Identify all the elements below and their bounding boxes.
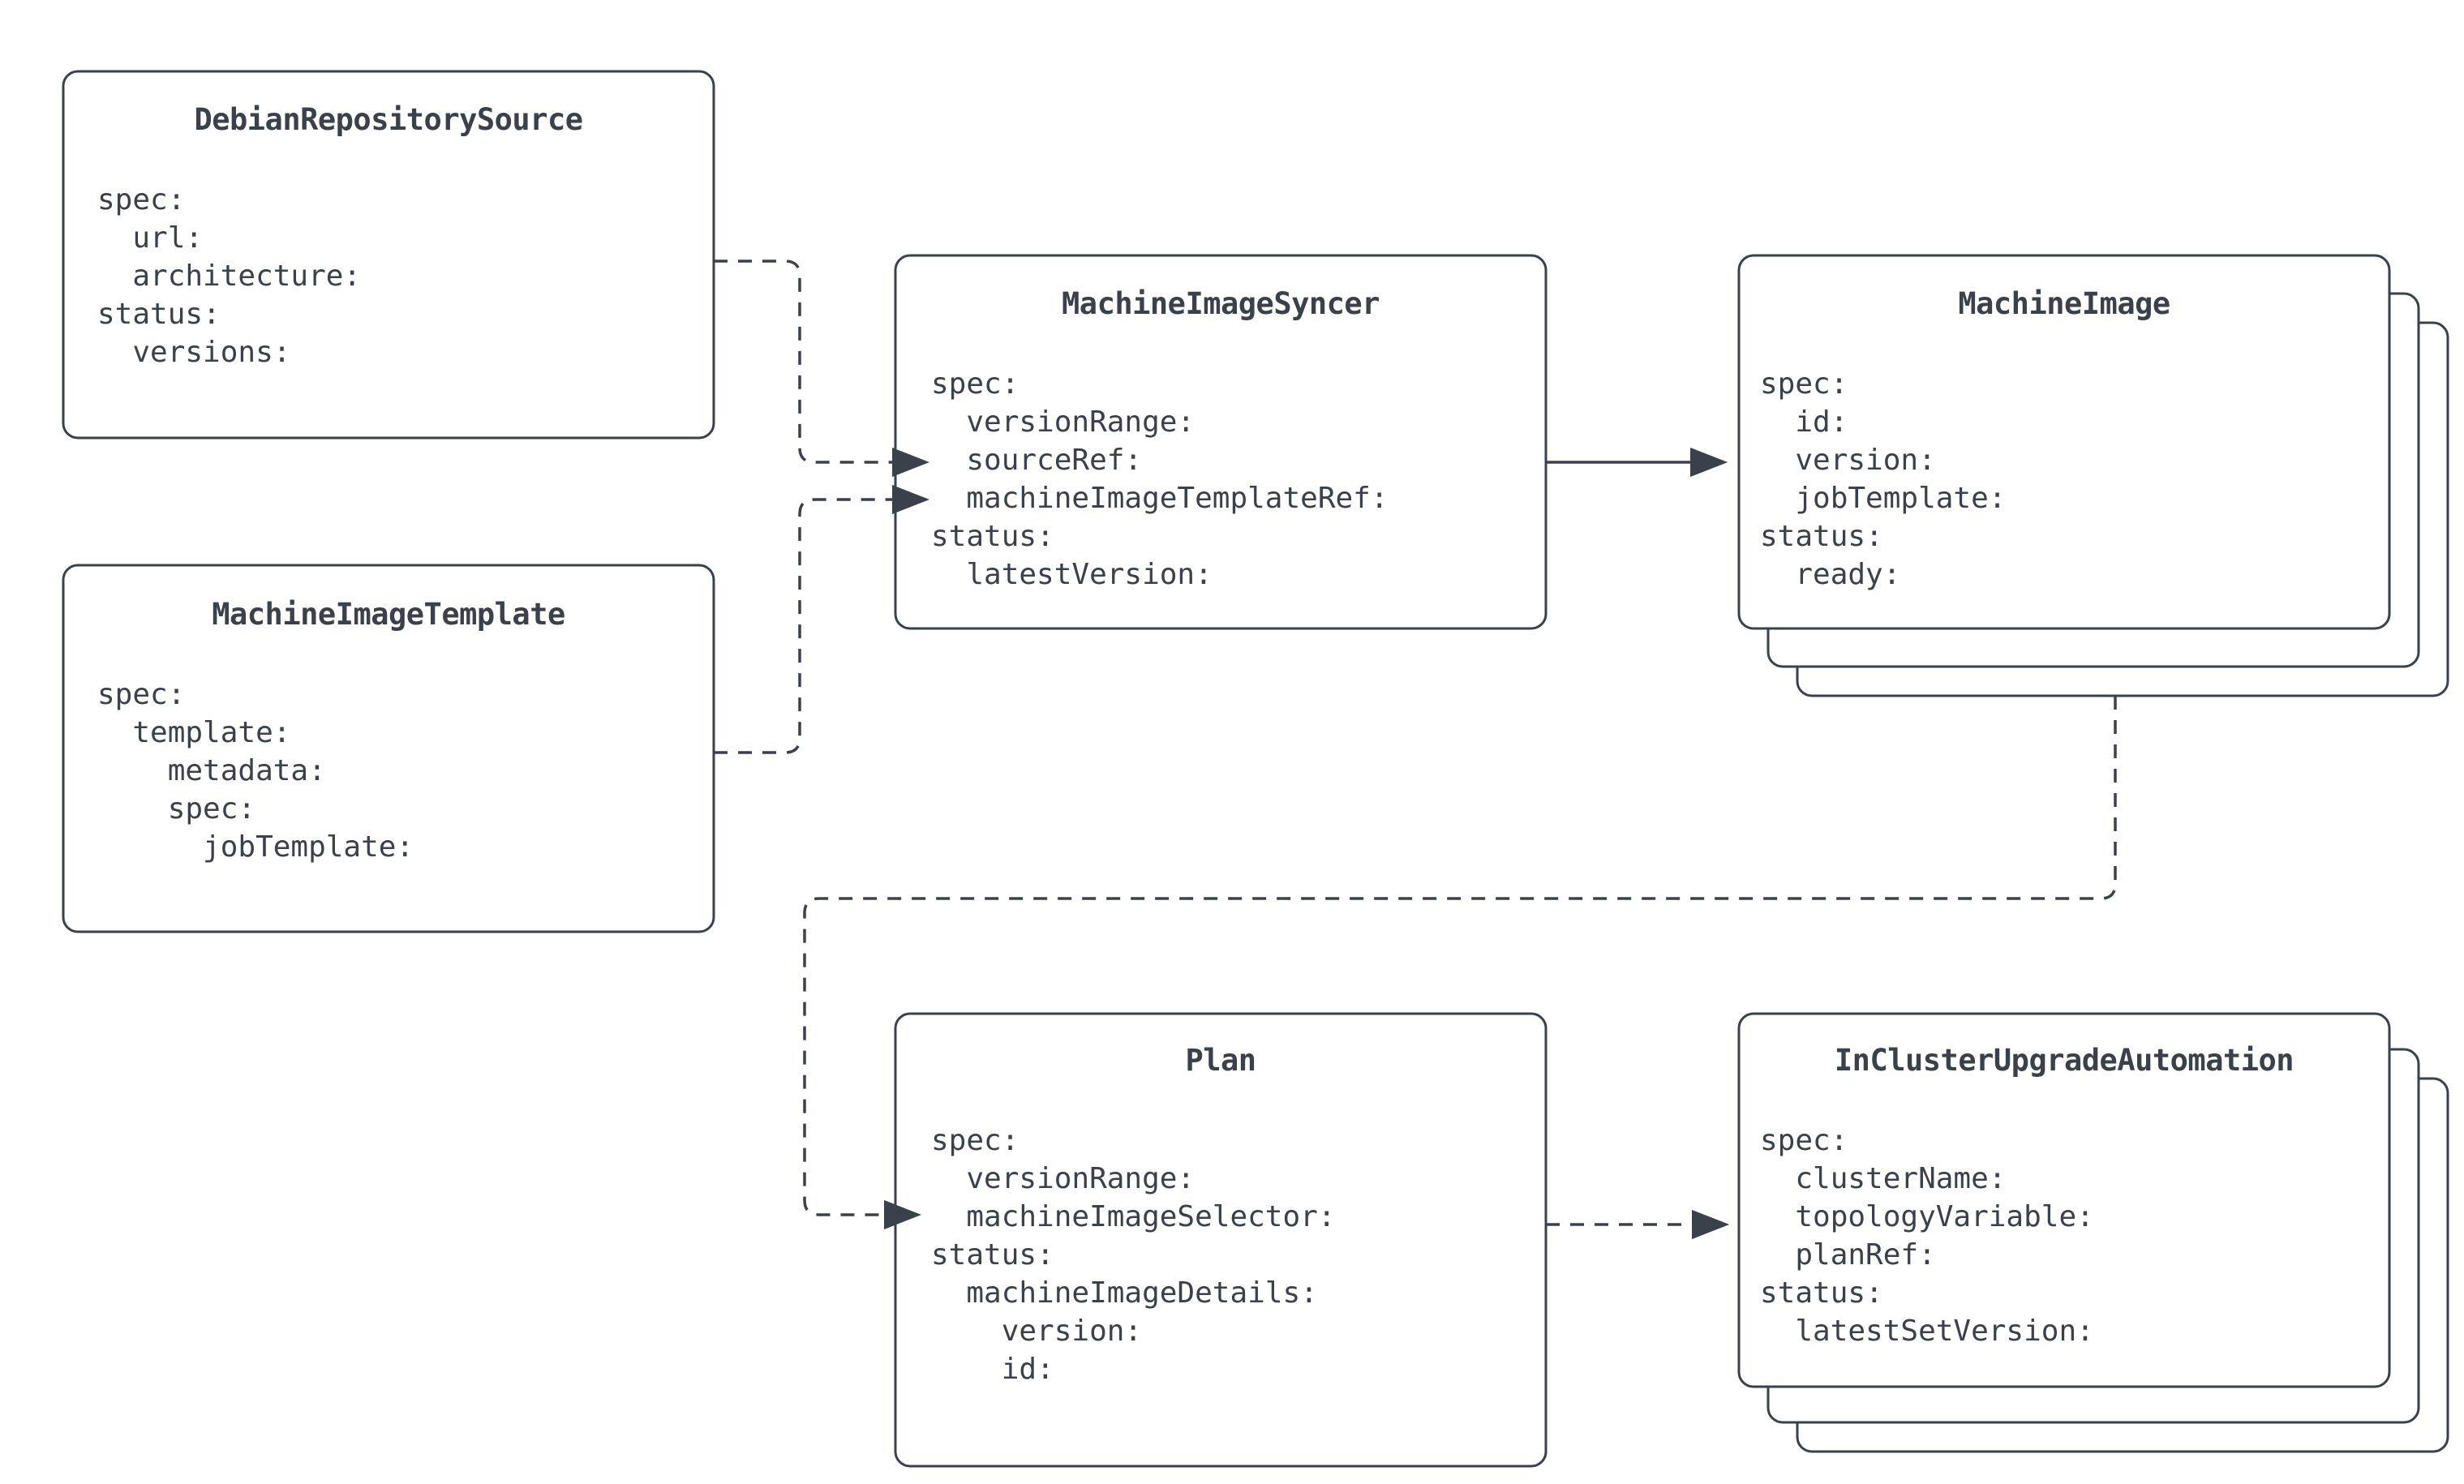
node-machine-image-template-line-1: template:	[97, 716, 290, 749]
node-plan-line-0: spec:	[931, 1124, 1019, 1157]
node-in-cluster-upgrade-automation-line-0: spec:	[1760, 1124, 1848, 1157]
node-in-cluster-upgrade-automation[interactable]: InClusterUpgradeAutomation spec: cluster…	[1737, 1012, 2449, 1453]
node-machine-image-line-4: status:	[1760, 520, 1883, 553]
node-machine-image-template-line-3: spec:	[97, 792, 255, 826]
node-in-cluster-upgrade-automation-line-1: clusterName:	[1760, 1162, 2006, 1195]
edge-template-to-syncer-path	[714, 498, 892, 754]
node-plan-box[interactable]	[894, 1012, 1548, 1468]
node-machine-image-template[interactable]: MachineImageTemplate spec: template: met…	[62, 564, 715, 933]
node-machine-image-syncer-line-5: latestVersion:	[931, 558, 1213, 591]
node-machine-image-line-0: spec:	[1760, 367, 1848, 401]
node-machine-image-title: MachineImage	[1958, 286, 2170, 321]
node-debian-repository-source-line-0: spec:	[97, 183, 185, 217]
node-plan[interactable]: Plan spec: versionRange: machineImageSel…	[894, 1012, 1548, 1468]
node-machine-image-box[interactable]	[1737, 254, 2391, 630]
node-machine-image-syncer[interactable]: MachineImageSyncer spec: versionRange: s…	[894, 254, 1548, 630]
node-machine-image[interactable]: MachineImage spec: id: version: jobTempl…	[1737, 254, 2449, 697]
node-plan-line-6: id:	[931, 1353, 1054, 1386]
node-machine-image-line-3: jobTemplate:	[1760, 482, 2006, 515]
node-machine-image-syncer-title: MachineImageSyncer	[1062, 286, 1380, 321]
node-in-cluster-upgrade-automation-line-3: planRef:	[1760, 1238, 1936, 1272]
node-debian-repository-source-line-3: status:	[97, 298, 221, 331]
node-plan-line-4: machineImageDetails:	[931, 1276, 1318, 1310]
node-in-cluster-upgrade-automation-line-2: topologyVariable:	[1760, 1200, 2094, 1233]
edge-image-to-plan-path	[803, 696, 2117, 1216]
node-machine-image-syncer-line-0: spec:	[931, 367, 1019, 401]
node-debian-repository-source[interactable]: DebianRepositorySource spec: url: archit…	[62, 70, 715, 440]
node-in-cluster-upgrade-automation-title: InClusterUpgradeAutomation	[1835, 1043, 2294, 1078]
node-machine-image-syncer-line-3: machineImageTemplateRef:	[931, 482, 1389, 515]
arrowhead-template-to-syncer	[892, 485, 929, 514]
node-plan-title: Plan	[1185, 1043, 1256, 1078]
node-in-cluster-upgrade-automation-line-4: status:	[1760, 1276, 1883, 1310]
edge-source-to-syncer-path	[714, 259, 892, 464]
node-debian-repository-source-line-4: versions:	[97, 336, 290, 369]
node-debian-repository-source-line-2: architecture:	[97, 259, 361, 293]
node-plan-line-1: versionRange:	[931, 1162, 1195, 1195]
node-machine-image-syncer-line-1: versionRange:	[931, 405, 1195, 439]
arrowhead-syncer-to-image	[1690, 448, 1728, 477]
node-debian-repository-source-box[interactable]	[62, 70, 715, 440]
node-machine-image-template-box[interactable]	[62, 564, 715, 933]
node-machine-image-line-1: id:	[1760, 405, 1848, 439]
node-machine-image-line-2: version:	[1760, 444, 1936, 477]
node-machine-image-syncer-line-4: status:	[931, 520, 1054, 553]
arrowhead-plan-to-automation	[1692, 1210, 1729, 1239]
node-machine-image-template-line-2: metadata:	[97, 754, 326, 787]
node-debian-repository-source-line-1: url:	[97, 221, 203, 255]
node-debian-repository-source-title: DebianRepositorySource	[194, 102, 582, 137]
node-machine-image-line-5: ready:	[1760, 558, 1900, 591]
node-in-cluster-upgrade-automation-line-5: latestSetVersion:	[1760, 1315, 2094, 1348]
node-machine-image-template-line-0: spec:	[97, 678, 185, 711]
arrowhead-image-to-plan	[884, 1200, 921, 1229]
node-machine-image-template-title: MachineImageTemplate	[212, 597, 565, 632]
node-plan-line-2: machineImageSelector:	[931, 1200, 1336, 1233]
node-machine-image-syncer-box[interactable]	[894, 254, 1548, 630]
arrowhead-source-to-syncer	[892, 448, 929, 477]
arrowheads-overlay	[884, 448, 1729, 1239]
node-plan-line-3: status:	[931, 1238, 1054, 1272]
node-machine-image-template-line-4: jobTemplate:	[97, 830, 414, 864]
node-in-cluster-upgrade-automation-box[interactable]	[1737, 1012, 2391, 1388]
node-plan-line-5: version:	[931, 1315, 1142, 1348]
node-machine-image-syncer-line-2: sourceRef:	[931, 444, 1142, 477]
